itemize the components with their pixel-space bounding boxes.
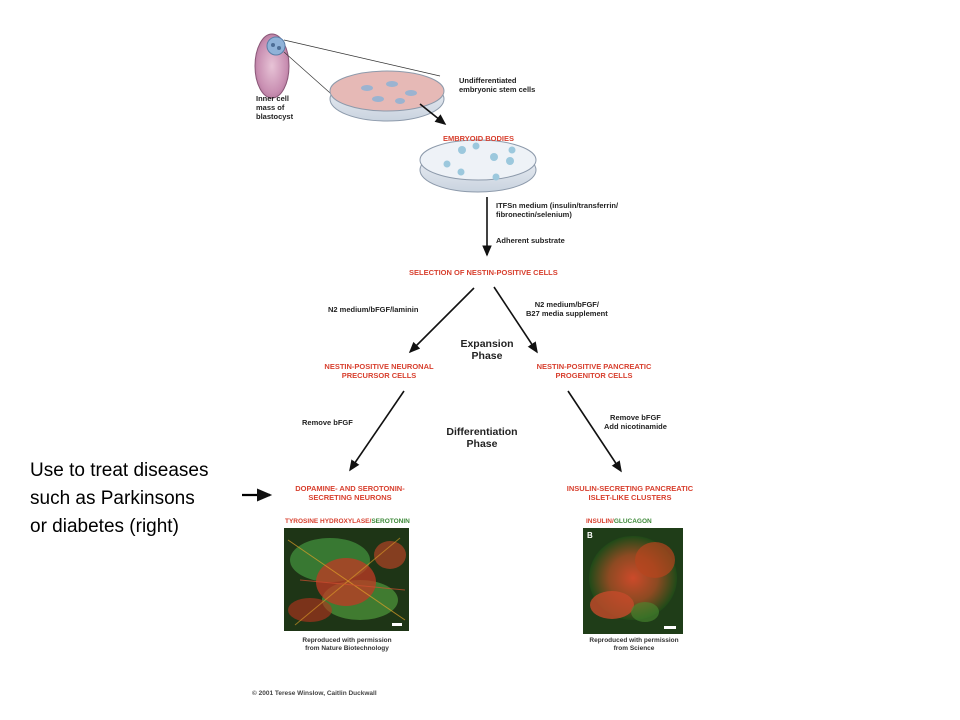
insulin-line-2: ISLET-LIKE CLUSTERS: [588, 493, 672, 502]
differentiation-phase-label: Differentiation Phase: [432, 426, 532, 450]
neuronal-line-1: NESTIN-POSITIVE NEURONAL: [324, 362, 434, 371]
expansion-phase-label: Expansion Phase: [452, 338, 522, 362]
pancreatic-progenitor-label: NESTIN-POSITIVE PANCREATIC PROGENITOR CE…: [522, 362, 666, 380]
remove-bfgf-right-label: Remove bFGF Add nicotinamide: [604, 413, 667, 431]
neuronal-line-2: PRECURSOR CELLS: [341, 371, 417, 380]
inner-cell-label: Inner cell mass of blastocyst: [256, 94, 293, 121]
stem-cell-dish: [329, 70, 445, 122]
stain-right-b: GLUCAGON: [613, 518, 652, 525]
n2-right-line-1: N2 medium/bFGF/: [534, 300, 599, 309]
embryoid-bodies-label: EMBRYOID BODIES: [443, 134, 514, 143]
neuronal-precursor-label: NESTIN-POSITIVE NEURONAL PRECURSOR CELLS: [313, 362, 445, 380]
inner-cell-line-3: blastocyst: [256, 112, 294, 121]
stain-left-label: TYROSINE HYDROXYLASE/SEROTONIN: [285, 517, 410, 526]
adherent-substrate-label: Adherent substrate: [496, 236, 565, 245]
n2-left-label: N2 medium/bFGF/laminin: [328, 305, 419, 314]
pancreatic-line-1: NESTIN-POSITIVE PANCREATIC: [536, 362, 652, 371]
copyright-caption: © 2001 Terese Winslow, Caitlin Duckwall: [252, 690, 377, 697]
itfs-line-1: ITFSn medium (insulin/transferrin/: [496, 201, 619, 210]
expansion-line-1: Expansion: [460, 338, 514, 350]
note-line-2: such as Parkinsons: [30, 488, 195, 509]
insulin-clusters-label: INSULIN-SECRETING PANCREATIC ISLET-LIKE …: [549, 484, 711, 502]
embryoid-dish: [419, 139, 537, 193]
differentiation-line-2: Phase: [466, 438, 498, 450]
selection-label: SELECTION OF NESTIN-POSITIVE CELLS: [409, 268, 558, 277]
stain-right-label: INSULIN/GLUCAGON: [586, 517, 652, 526]
stain-left-a: TYROSINE HYDROXYLASE/: [285, 518, 372, 525]
dopamine-neurons-label: DOPAMINE- AND SEROTONIN- SECRETING NEURO…: [275, 484, 425, 502]
micrograph-islets: [583, 528, 683, 634]
remove-right-line-1: Remove bFGF: [610, 413, 661, 422]
repro-left-line-1: Reproduced with permission: [302, 637, 392, 644]
repro-right-line-2: from Science: [613, 645, 655, 652]
note-line-3: or diabetes (right): [30, 516, 179, 537]
reproduced-left-caption: Reproduced with permission from Nature B…: [288, 637, 406, 653]
inner-cell-line-1: Inner cell: [256, 94, 289, 103]
pancreatic-line-2: PROGENITOR CELLS: [555, 371, 633, 380]
insulin-line-1: INSULIN-SECRETING PANCREATIC: [566, 484, 694, 493]
n2-right-label: N2 medium/bFGF/ B27 media supplement: [526, 300, 608, 318]
treatment-note: Use to treat diseases such as Parkinsons…: [30, 457, 208, 541]
repro-right-line-1: Reproduced with permission: [589, 637, 679, 644]
undifferentiated-label: Undifferentiated embryonic stem cells: [459, 76, 535, 94]
micrograph-neurons: [284, 528, 409, 631]
itfs-line-2: fibronectin/selenium): [496, 210, 572, 219]
itfs-medium-label: ITFSn medium (insulin/transferrin/ fibro…: [496, 201, 618, 219]
blastocyst-illustration: [254, 33, 290, 99]
expansion-line-2: Phase: [471, 350, 503, 362]
stain-left-b: SEROTONIN: [371, 518, 410, 525]
repro-left-line-2: from Nature Biotechnology: [305, 645, 389, 652]
n2-right-line-2: B27 media supplement: [526, 309, 608, 318]
dopamine-line-2: SECRETING NEURONS: [308, 493, 392, 502]
undiff-line-2: embryonic stem cells: [459, 85, 536, 94]
panel-b-label: B: [587, 531, 593, 540]
stain-right-a: INSULIN/: [586, 518, 614, 525]
note-line-1: Use to treat diseases: [30, 460, 209, 481]
dopamine-line-1: DOPAMINE- AND SEROTONIN-: [295, 484, 405, 493]
remove-bfgf-left-label: Remove bFGF: [302, 418, 353, 427]
differentiation-line-1: Differentiation: [446, 426, 518, 438]
reproduced-right-caption: Reproduced with permission from Science: [575, 637, 693, 653]
undiff-line-1: Undifferentiated: [459, 76, 517, 85]
inner-cell-line-2: mass of: [256, 103, 285, 112]
remove-right-line-2: Add nicotinamide: [604, 422, 667, 431]
